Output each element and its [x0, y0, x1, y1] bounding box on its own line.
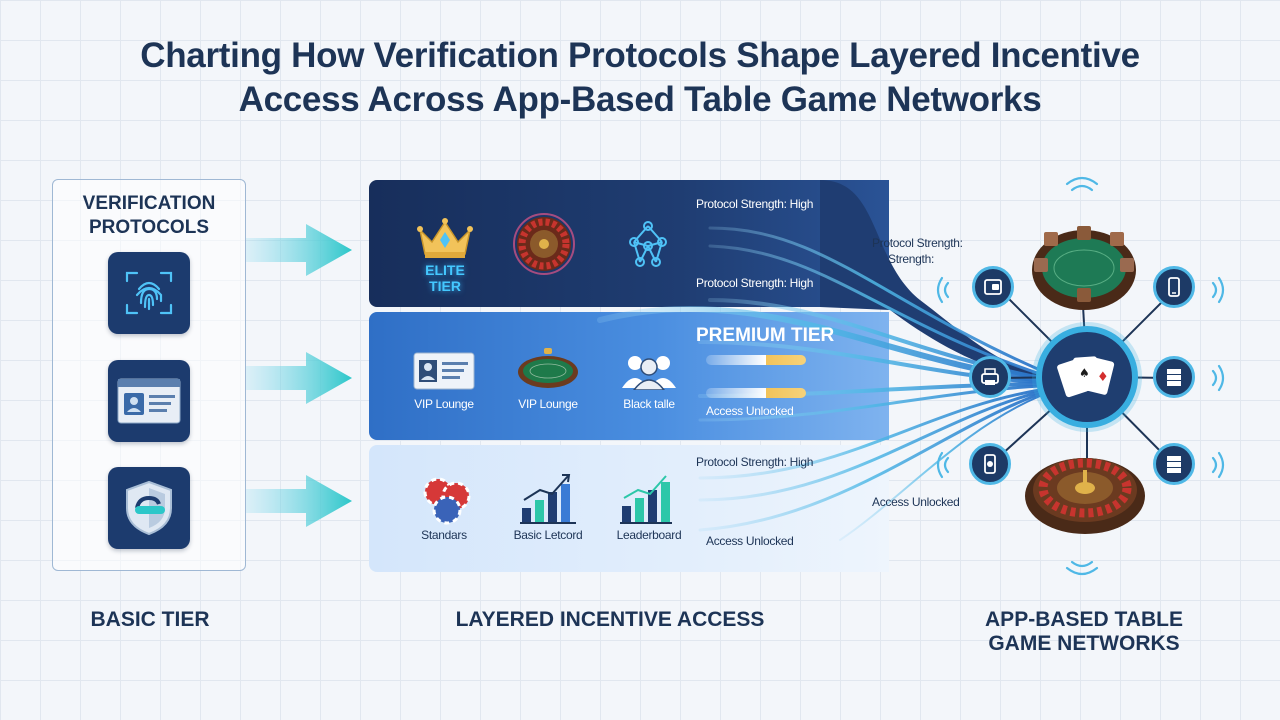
- premium-item-1: VIP Lounge: [414, 397, 474, 411]
- id-card-icon: [108, 360, 190, 442]
- svg-text:♠: ♠: [1079, 366, 1090, 380]
- shield-icon: [108, 467, 190, 549]
- basic-tier-caption: BASIC TIER: [90, 608, 210, 631]
- smartphone-node[interactable]: [1153, 266, 1195, 308]
- premium-tier-label: PREMIUM TIER: [696, 325, 835, 346]
- vip-table-icon: [516, 346, 580, 397]
- app-network-caption: APP-BASED TABLE GAME NETWORKS: [966, 608, 1202, 656]
- basic-access-label: Access Unlocked: [706, 534, 794, 548]
- elite-flow-wing: [820, 180, 1040, 380]
- flow-protocol-strength-line-2: Strength:: [888, 252, 934, 266]
- server-node-2[interactable]: [1153, 443, 1195, 485]
- verification-title-line-1: VERIFICATION: [82, 193, 216, 214]
- verification-protocols-panel: VERIFICATION PROTOCOLS: [52, 179, 246, 571]
- title-line-1: Charting How Verification Protocols Shap…: [140, 36, 1140, 75]
- premium-item-2: VIP Lounge: [518, 397, 578, 411]
- mobile-payment-node[interactable]: [969, 443, 1011, 485]
- roulette-table-icon: [1022, 440, 1148, 541]
- premium-progress-bar-1: [706, 355, 806, 365]
- basic-item-1: Standars: [421, 528, 467, 542]
- elite-protocol-strength-top: Protocol Strength: High: [696, 197, 814, 211]
- basic-item-3: Leaderboard: [616, 528, 682, 542]
- wifi-signal-icons: [936, 176, 1225, 576]
- server-node-1[interactable]: [1153, 356, 1195, 398]
- premium-access-label: Access Unlocked: [706, 404, 794, 418]
- arrow-elite: [246, 224, 352, 276]
- group-users-icon: [620, 352, 678, 395]
- app-network-caption-line-2: GAME NETWORKS: [988, 632, 1180, 655]
- arrow-basic: [246, 475, 352, 527]
- poker-chips-icon: [420, 476, 476, 531]
- verification-title: VERIFICATION PROTOCOLS: [53, 192, 245, 240]
- bar-chart-growth-icon: [518, 470, 578, 531]
- premium-progress-bar-2: [706, 388, 806, 398]
- basic-item-2: Basic Letcord: [513, 528, 583, 542]
- title-line-2: Access Across App-Based Table Game Netwo…: [238, 80, 1042, 119]
- crown-icon: [416, 216, 474, 265]
- vip-card-icon: [413, 352, 475, 395]
- roulette-wheel-icon: [512, 212, 576, 281]
- svg-text:♦: ♦: [1097, 370, 1109, 385]
- fingerprint-icon: [108, 252, 190, 334]
- basic-protocol-strength: Protocol Strength: High: [696, 455, 814, 469]
- poker-table-icon: [1030, 222, 1138, 317]
- leaderboard-chart-icon: [618, 472, 674, 531]
- flow-protocol-strength-line-1: Protocol Strength:: [872, 236, 963, 250]
- premium-item-3: Black talle: [623, 397, 675, 411]
- playing-cards-hub[interactable]: ♠ ♦: [1036, 326, 1138, 428]
- network-nodes-icon: [624, 220, 672, 275]
- layered-incentive-caption: LAYERED INCENTIVE ACCESS: [455, 608, 765, 631]
- flow-access-unlocked: Access Unlocked: [872, 495, 960, 509]
- elite-tier-label: ELITE TIER: [425, 262, 465, 294]
- arrow-premium: [246, 352, 352, 404]
- elite-protocol-strength-bottom: Protocol Strength: High: [696, 276, 814, 290]
- app-network-caption-line-1: APP-BASED TABLE: [985, 608, 1183, 631]
- verification-title-line-2: PROTOCOLS: [89, 217, 209, 238]
- mobile-wallet-node[interactable]: [972, 266, 1014, 308]
- printer-node[interactable]: [969, 356, 1011, 398]
- page-title: Charting How Verification Protocols Shap…: [0, 34, 1280, 122]
